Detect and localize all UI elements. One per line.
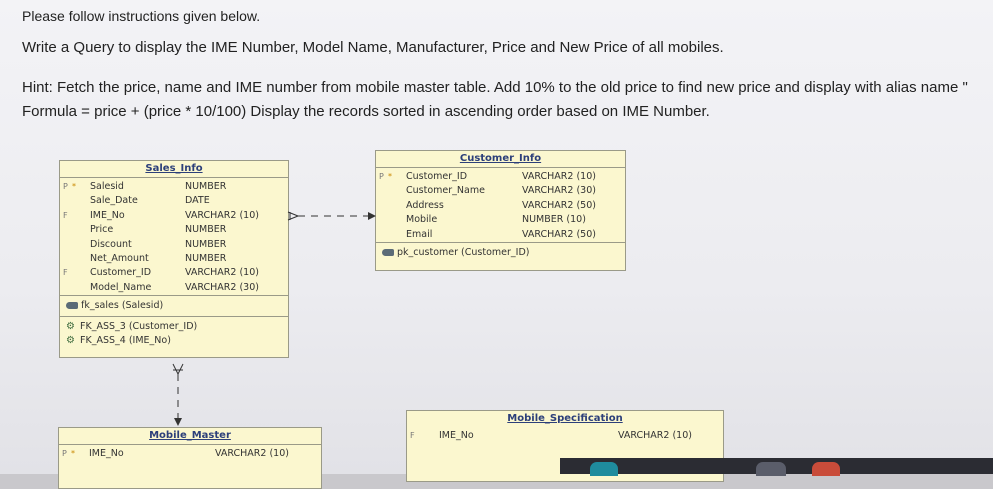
column-row: Net_Amount NUMBER	[60, 252, 288, 266]
key-flag: P	[63, 182, 68, 191]
entity-title: Customer_Info	[376, 151, 625, 168]
pk-section: fk_sales (Salesid)	[60, 295, 288, 316]
chrome-icon[interactable]	[812, 462, 840, 476]
relationship-sales-customer	[287, 211, 376, 221]
pk-marker: *	[72, 182, 76, 191]
pk-constraint-row: fk_sales (Salesid)	[66, 299, 282, 313]
column-name: Customer_Name	[406, 185, 485, 197]
column-name: Customer_ID	[90, 267, 152, 279]
column-list: P * IME_No VARCHAR2 (10)	[59, 445, 321, 461]
hint-text: Hint: Fetch the price, name and IME numb…	[22, 79, 968, 96]
column-type: VARCHAR2 (30)	[185, 281, 259, 293]
pk-section: pk_customer (Customer_ID)	[376, 241, 625, 263]
column-type: NUMBER	[185, 224, 227, 236]
column-row: Mobile NUMBER (10)	[376, 213, 625, 227]
pk-constraint-row: pk_customer (Customer_ID)	[382, 246, 619, 260]
pk-constraint: pk_customer (Customer_ID)	[397, 246, 530, 258]
column-name: Email	[406, 228, 433, 240]
column-name: Model_Name	[90, 281, 152, 293]
app-icon[interactable]	[756, 462, 786, 476]
column-name: IME_No	[89, 448, 124, 459]
entity-title: Sales_Info	[60, 161, 288, 178]
column-row: Model_Name VARCHAR2 (30)	[60, 281, 288, 295]
column-type: VARCHAR2 (50)	[522, 199, 596, 211]
column-type: NUMBER	[185, 252, 227, 264]
column-row: Sale_Date DATE	[60, 194, 288, 208]
relationship-sales-mobile-master	[172, 363, 184, 426]
entity-customer-info[interactable]: Customer_Info P * Customer_ID VARCHAR2 (10)…	[375, 150, 626, 271]
column-name: Mobile	[406, 214, 438, 226]
column-row: F IME_No VARCHAR2 (10)	[60, 209, 288, 223]
column-type: NUMBER	[185, 181, 227, 192]
column-list: P * Customer_ID VARCHAR2 (10) Customer_Name…	[376, 168, 625, 242]
fk-section: ⚙ FK_ASS_3 (Customer_ID) ⚙ FK_ASS_4 (IME_N…	[60, 316, 288, 351]
key-flag: P	[62, 449, 67, 458]
column-type: VARCHAR2 (10)	[185, 267, 259, 279]
instruction-heading: Please follow instructions given below.	[22, 8, 261, 24]
entity-title: Mobile_Specification	[507, 413, 623, 424]
foreign-key-icon: ⚙	[66, 334, 75, 346]
column-type: NUMBER (10)	[522, 214, 586, 226]
column-name: Salesid	[90, 181, 124, 192]
key-icon	[66, 302, 78, 310]
fk-constraint: FK_ASS_3 (Customer_ID)	[80, 321, 198, 333]
formula-text: Formula = price + (price * 10/100) Displ…	[22, 103, 710, 120]
column-row: Discount NUMBER	[60, 238, 288, 252]
column-row: Email VARCHAR2 (50)	[376, 228, 625, 242]
app-icon[interactable]	[590, 462, 618, 476]
column-type: VARCHAR2 (10)	[522, 171, 596, 182]
key-flag: F	[63, 268, 68, 278]
column-type: VARCHAR2 (30)	[522, 185, 596, 197]
column-type: VARCHAR2 (10)	[185, 209, 259, 221]
relationship-lines	[172, 211, 376, 426]
pk-constraint: fk_sales (Salesid)	[81, 300, 164, 312]
column-name: IME_No	[90, 209, 125, 221]
pk-marker: *	[71, 449, 75, 458]
column-name: Sale_Date	[90, 195, 138, 207]
column-type: VARCHAR2 (50)	[522, 228, 596, 240]
fk-constraint-row: ⚙ FK_ASS_3 (Customer_ID)	[66, 320, 282, 334]
column-row: P * IME_No VARCHAR2 (10)	[59, 447, 321, 461]
column-row: P * Customer_ID VARCHAR2 (10)	[376, 170, 625, 184]
column-row: P * Salesid NUMBER	[60, 180, 288, 194]
column-type: NUMBER	[185, 238, 227, 250]
column-type: DATE	[185, 195, 210, 207]
pk-marker: *	[388, 172, 392, 181]
column-row: Customer_Name VARCHAR2 (30)	[376, 184, 625, 198]
column-type: VARCHAR2 (10)	[618, 430, 692, 441]
column-row: Address VARCHAR2 (50)	[376, 199, 625, 213]
column-row: F Customer_ID VARCHAR2 (10)	[60, 266, 288, 280]
column-type: VARCHAR2 (10)	[215, 448, 289, 459]
foreign-key-icon: ⚙	[66, 320, 75, 332]
key-icon	[382, 248, 394, 256]
column-name: Net_Amount	[90, 252, 149, 264]
question-text: Write a Query to display the IME Number,…	[22, 39, 724, 56]
column-list: F IME_No VARCHAR2 (10)	[407, 427, 723, 443]
key-flag: P	[379, 172, 384, 181]
column-name: Customer_ID	[406, 171, 468, 182]
fk-constraint-row: ⚙ FK_ASS_4 (IME_No)	[66, 334, 282, 348]
fk-constraint: FK_ASS_4 (IME_No)	[80, 335, 171, 347]
column-row: F IME_No VARCHAR2 (10)	[407, 429, 723, 443]
column-name: IME_No	[439, 430, 474, 441]
entity-title: Mobile_Master	[59, 428, 321, 445]
column-name: Discount	[90, 238, 132, 250]
key-flag: F	[63, 210, 68, 220]
taskbar	[560, 458, 993, 476]
column-row: Price NUMBER	[60, 223, 288, 237]
key-flag: F	[410, 431, 415, 440]
column-name: Price	[90, 224, 114, 236]
column-name: Address	[406, 199, 444, 211]
